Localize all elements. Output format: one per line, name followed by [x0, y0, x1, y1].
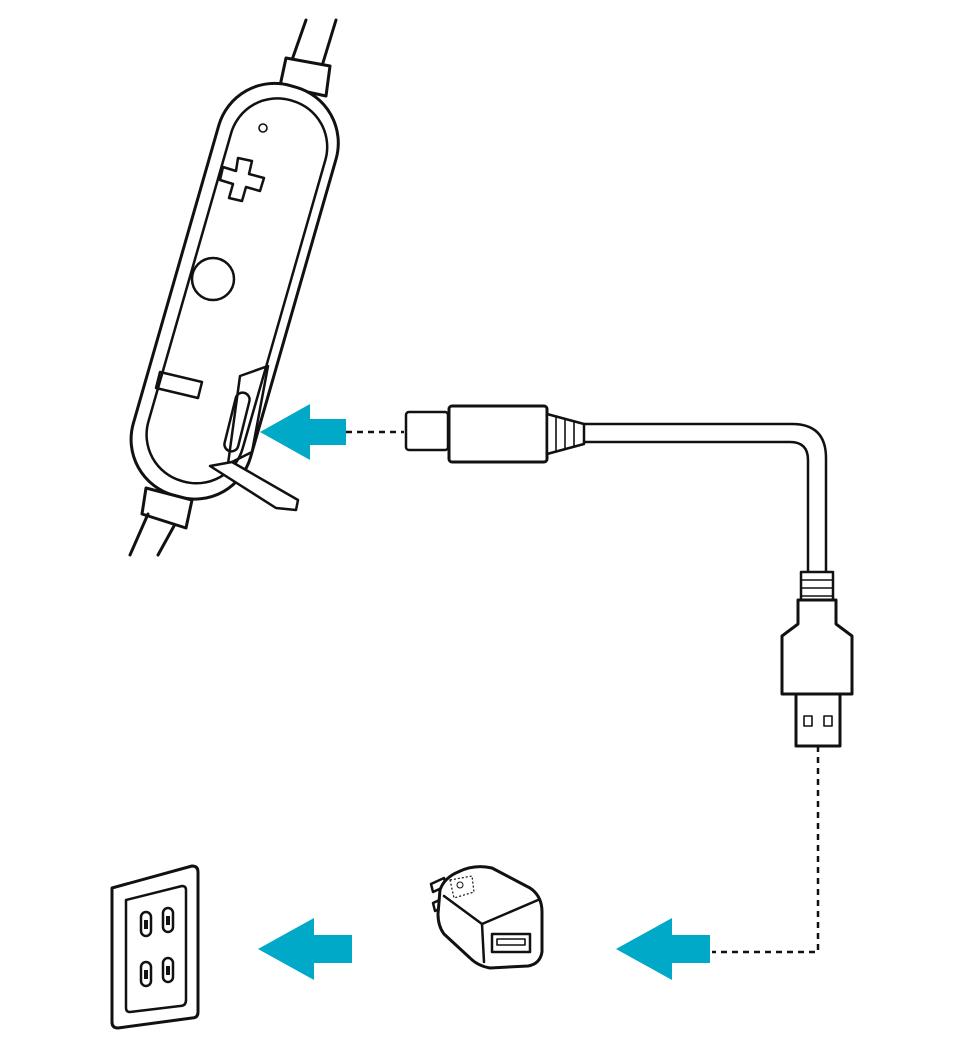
arrow-left-icon	[616, 918, 710, 980]
arrow-left-icon	[260, 404, 346, 460]
wall-outlet-icon	[110, 864, 200, 1030]
connector-line	[712, 746, 820, 954]
arrow-left-icon	[258, 918, 352, 980]
usb-power-adapter-icon	[429, 865, 544, 970]
earphone-remote-icon	[128, 18, 340, 557]
usb-cable-icon	[404, 404, 854, 748]
